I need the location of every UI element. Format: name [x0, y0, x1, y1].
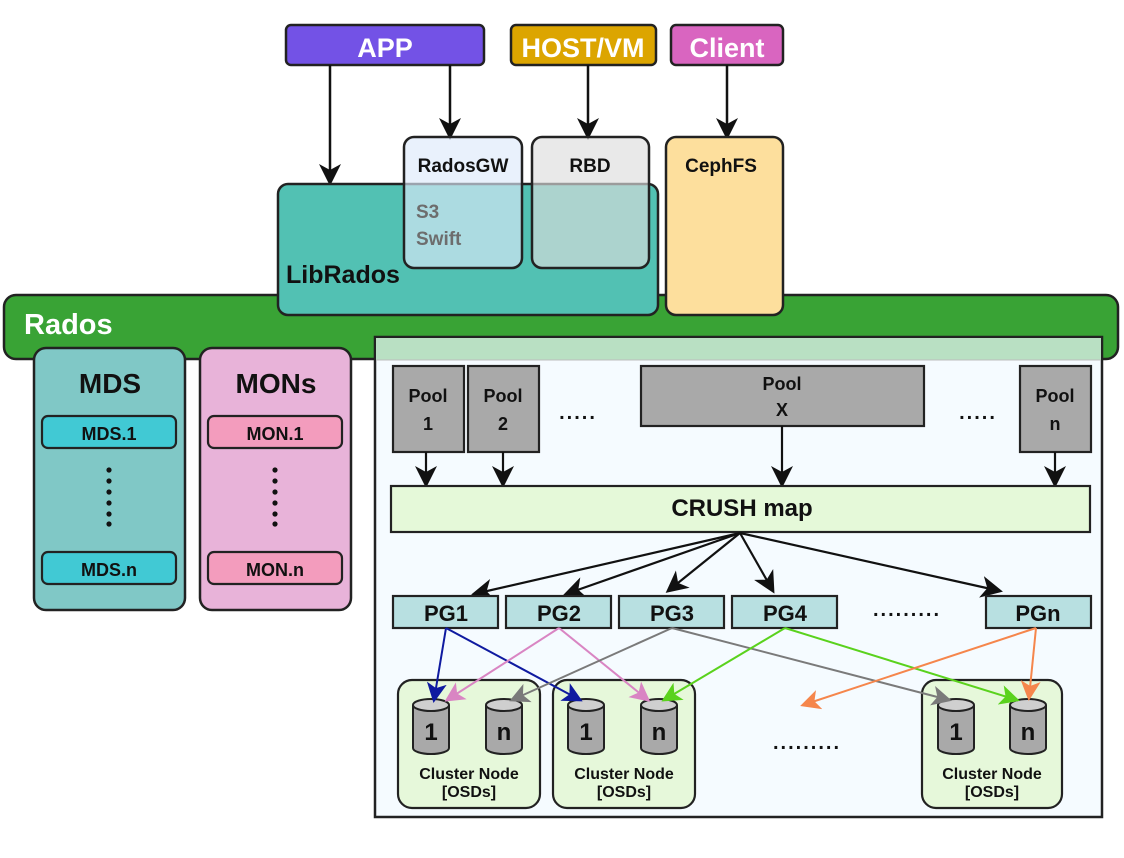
osd-disk-1-label: 1	[949, 719, 962, 746]
pg-n[interactable]: PGn	[984, 594, 1093, 630]
crush-to-pg3-arrow	[665, 532, 741, 593]
crush-to-pg4-arrow	[739, 532, 775, 594]
pool-1-number: 1	[423, 414, 433, 434]
pgn-to-node3-osdn-link	[1020, 627, 1041, 701]
pool-2-number: 2	[498, 414, 508, 434]
cluster-node-label: Cluster Node	[574, 766, 674, 783]
mons-title: MONs	[236, 368, 317, 399]
crush-map-label: CRUSH map	[671, 495, 812, 522]
mds-item-1-label: MDS.1	[81, 424, 136, 444]
cephfs[interactable]: CephFS	[664, 135, 785, 317]
cephfs-label: CephFS	[685, 156, 757, 177]
cluster-node-sublabel: [OSDs]	[597, 784, 651, 801]
cluster-node-sublabel: [OSDs]	[965, 784, 1019, 801]
pool-x-number: X	[776, 400, 788, 420]
pool-2-label: Pool	[484, 386, 523, 406]
mds-title: MDS	[79, 368, 141, 399]
app-label: APP	[357, 33, 413, 63]
crush-to-pgn-arrow	[739, 531, 1003, 598]
osd-disk-1-label: 1	[424, 719, 437, 746]
pools-ellipsis-left: .....	[559, 402, 597, 424]
mon-item-n-label: MON.n	[246, 560, 304, 580]
librados-label: LibRados	[286, 261, 400, 289]
pgs-ellipsis: .........	[873, 599, 941, 621]
pg-n-label: PGn	[1015, 601, 1060, 626]
crush-to-pg1-arrow	[471, 531, 741, 601]
mons-ellipsis	[272, 467, 278, 527]
pg-3-label: PG3	[650, 601, 694, 626]
pool-2[interactable]: Pool 2	[466, 364, 541, 454]
pool-n-number: n	[1050, 414, 1061, 434]
mon-item-1-label: MON.1	[246, 424, 303, 444]
pool-1[interactable]: Pool 1	[391, 364, 466, 454]
osd-disk-1-label: 1	[579, 719, 592, 746]
cephfs-client[interactable]: Client	[669, 23, 785, 67]
cluster-node-label: Cluster Node	[942, 766, 1042, 783]
pg4-to-node3-osdn-link	[784, 627, 1020, 705]
radosgw-label: RadosGW	[418, 156, 509, 177]
pools-ellipsis-right: .....	[959, 402, 997, 424]
pg1-to-node2-osd1-link	[445, 627, 583, 702]
rbd-label: RBD	[569, 156, 610, 177]
osd-disk-n-label: n	[1021, 719, 1036, 746]
rbd[interactable]: RBD	[530, 135, 651, 270]
cluster-node-1[interactable]: 1 n Cluster Node [OSDs]	[396, 678, 542, 810]
host-vm-label: HOST/VM	[521, 33, 644, 63]
cluster-node-sublabel: [OSDs]	[442, 784, 496, 801]
mds-item-1[interactable]: MDS.1	[40, 414, 178, 450]
cluster-node-2[interactable]: 1 n Cluster Node [OSDs]	[551, 678, 697, 810]
crush-map[interactable]: CRUSH map	[389, 484, 1092, 534]
osd-disk-1[interactable]: 1	[412, 698, 450, 755]
mds-item-n[interactable]: MDS.n	[40, 550, 178, 586]
pg-4-label: PG4	[763, 601, 808, 626]
osd-disk-n[interactable]: n	[1009, 698, 1047, 755]
pgn-to-other-node-link	[800, 627, 1037, 710]
app-client[interactable]: APP	[284, 23, 486, 67]
pg2-to-node1-osd1-link	[444, 627, 560, 702]
pg3-to-node1-osdn-link	[509, 627, 673, 703]
swift-protocol-label: Swift	[416, 229, 462, 250]
cluster-node-label: Cluster Node	[419, 766, 519, 783]
mds-group[interactable]: MDS MDS.1 MDS.n	[32, 346, 187, 612]
pg-4[interactable]: PG4	[730, 594, 839, 630]
osd-disk-n-label: n	[652, 719, 667, 746]
pool-x-label: Pool	[763, 374, 802, 394]
mons-group[interactable]: MONs MON.1 MON.n	[198, 346, 353, 612]
mon-item-1[interactable]: MON.1	[206, 414, 344, 450]
rados-label: Rados	[24, 309, 113, 341]
osd-disk-1[interactable]: 1	[937, 698, 975, 755]
crush-to-pg2-arrow	[563, 531, 741, 599]
pg-2[interactable]: PG2	[504, 594, 613, 630]
pg4-to-node2-osdn-link	[661, 627, 786, 702]
osd-disk-n[interactable]: n	[485, 698, 523, 755]
pg3-to-node3-osd1-link	[671, 627, 952, 706]
pool-n[interactable]: Pool n	[1018, 364, 1093, 454]
osd-disk-n-label: n	[497, 719, 512, 746]
mds-ellipsis	[106, 467, 112, 527]
osd-disk-1[interactable]: 1	[567, 698, 605, 755]
pg2-to-node2-osdn-link	[558, 627, 651, 702]
pool-n-label: Pool	[1036, 386, 1075, 406]
radosgw[interactable]: RadosGW S3 Swift	[402, 135, 524, 270]
pg-3[interactable]: PG3	[617, 594, 726, 630]
s3-protocol-label: S3	[416, 202, 439, 223]
pool-1-label: Pool	[409, 386, 448, 406]
nodes-ellipsis: .........	[773, 732, 841, 754]
client-label: Client	[689, 33, 764, 63]
pg-2-label: PG2	[537, 601, 581, 626]
pg1-to-node1-osd1-link	[426, 627, 447, 703]
pg-1[interactable]: PG1	[391, 594, 500, 630]
pg-1-label: PG1	[424, 601, 468, 626]
mds-item-n-label: MDS.n	[81, 560, 137, 580]
host-vm-client[interactable]: HOST/VM	[509, 23, 658, 67]
mon-item-n[interactable]: MON.n	[206, 550, 344, 586]
pool-x[interactable]: Pool X	[639, 364, 926, 428]
osd-disk-n[interactable]: n	[640, 698, 678, 755]
